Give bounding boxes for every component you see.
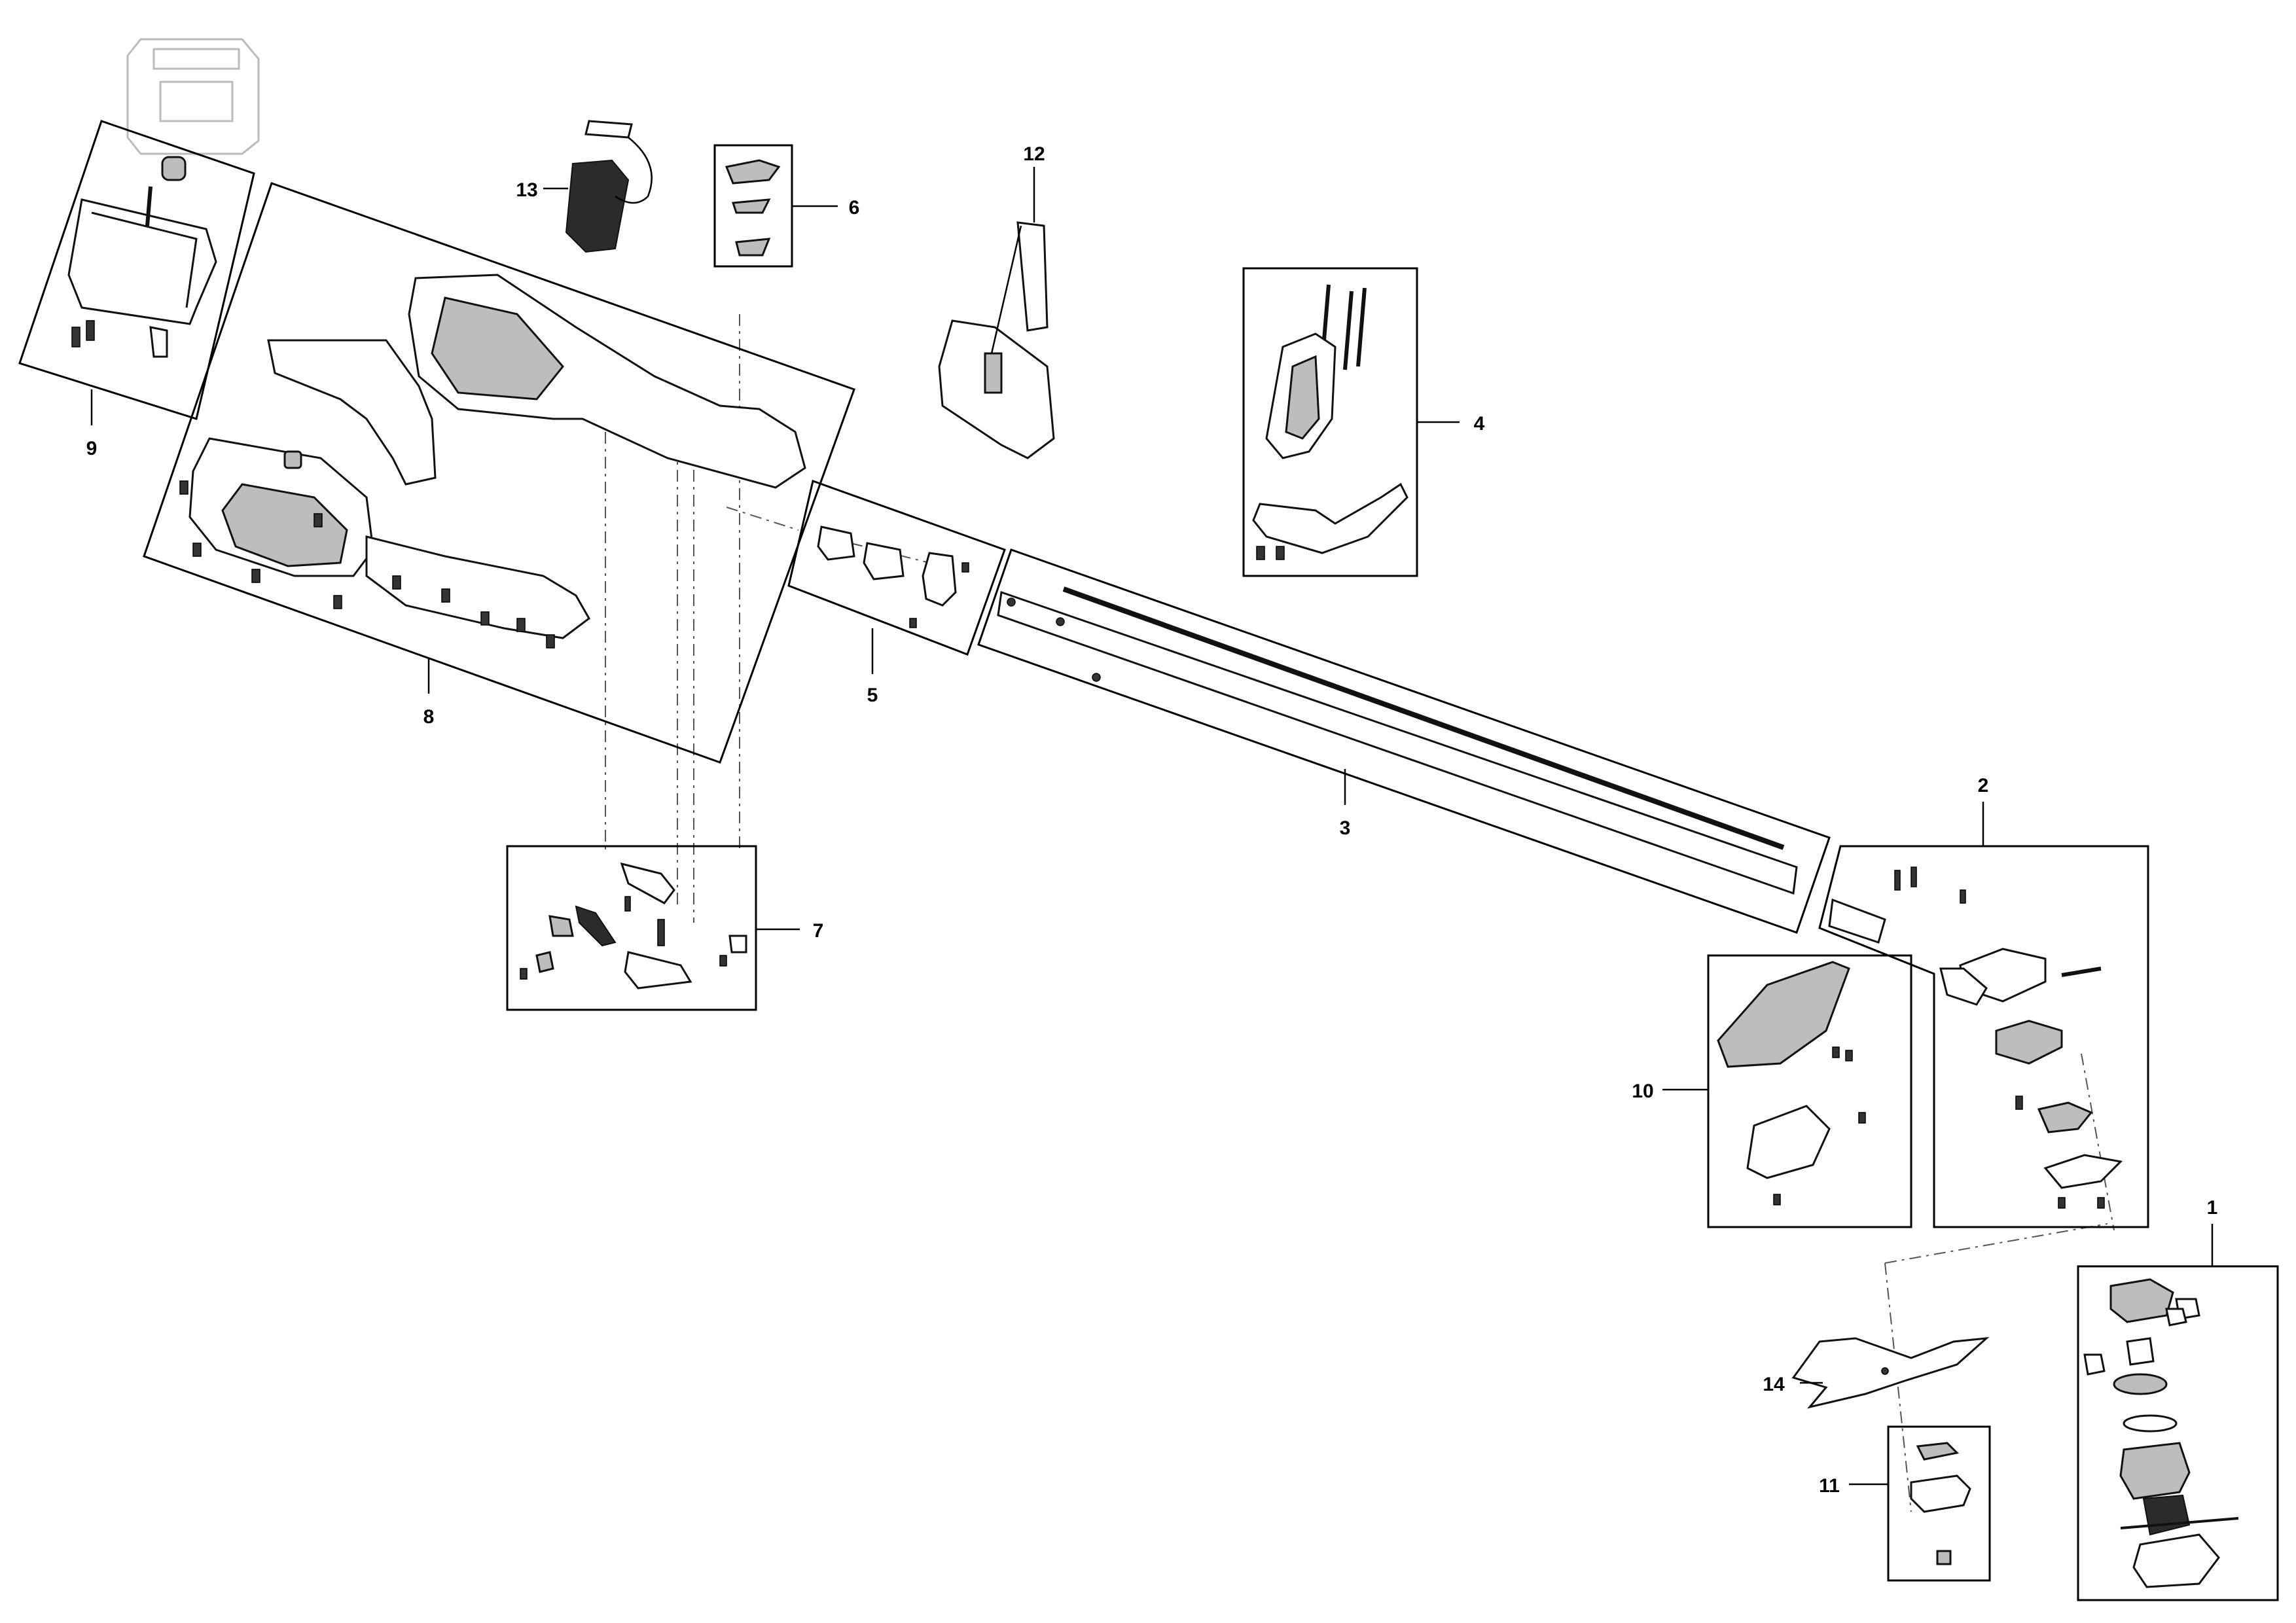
callout-number-14: 14 [1763,1374,1785,1395]
callout-number-5: 5 [867,685,878,706]
shaft-tube-part [997,586,1798,895]
callout-number-10: 10 [1632,1080,1653,1102]
part-group-7: 7 [506,845,824,1011]
assembly-guide-lines [605,314,2115,1512]
part-group-4: 4 [1242,267,1485,577]
part-group-2: 2 [1818,775,2149,1228]
part-group-3: 3 [977,548,1831,934]
part-group-9: 9 [18,120,255,459]
trigger-parts [520,862,747,990]
callout-number-3: 3 [1340,817,1351,839]
switch-part [565,120,653,253]
trimmer-head-part [2083,1278,2239,1588]
front-handle-part [1252,284,1408,560]
callout-number-11: 11 [1819,1475,1840,1497]
callout-number-4: 4 [1474,413,1485,435]
part-group-8: 8 [143,182,855,764]
battery-housing-part [67,156,217,358]
callout-number-2: 2 [1978,775,1989,796]
callout-number-9: 9 [86,438,98,459]
housing-shells-part [188,274,806,639]
part-group-5: 5 [787,480,1006,706]
callout-number-7: 7 [813,920,824,942]
adapter-parts [1910,1442,1971,1565]
shaft-clamp-parts [817,526,969,628]
callout-number-1: 1 [2207,1197,2218,1219]
motor-head-part [1828,866,2123,1209]
part-group-11: 11 [1819,1425,1991,1582]
callout-number-13: 13 [516,179,537,201]
guard-part [1717,961,1866,1205]
trigger-lock-parts [725,159,781,257]
brush-blade-part [1791,1337,1990,1409]
part-group-10: 10 [1632,954,1912,1228]
callout-number-8: 8 [423,706,435,728]
battery-pack-outline [126,38,260,155]
part-group-13: 13 [516,120,653,253]
shoulder-strap-part [938,221,1055,459]
callout-number-12: 12 [1023,143,1045,165]
housing-screws [179,480,555,649]
part-group-6: 6 [713,144,860,268]
part-group-1: 1 [2077,1197,2279,1601]
part-group-14: 14 [1763,1337,1990,1409]
callout-number-6: 6 [849,197,860,219]
part-group-12: 12 [938,143,1055,459]
